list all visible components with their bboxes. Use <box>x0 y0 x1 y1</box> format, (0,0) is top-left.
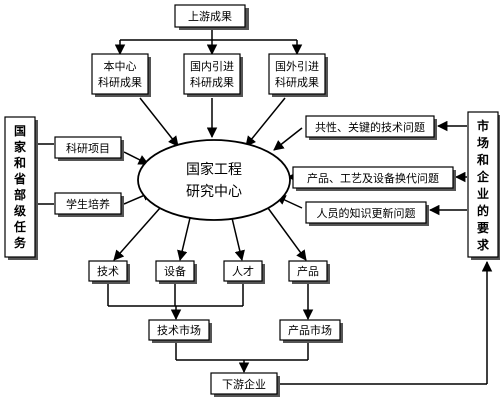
right-side-char: 市 <box>477 118 489 133</box>
result-foreign-line1: 国外引进 <box>275 59 319 73</box>
output-equipment-label: 设备 <box>164 264 186 278</box>
technology-market-box: 技术市场 <box>148 319 212 343</box>
result-box-foreign: 国外引进 科研成果 <box>268 53 328 97</box>
result-foreign-line2: 科研成果 <box>275 75 319 89</box>
product-market-label: 产品市场 <box>288 323 332 337</box>
left-side-char: 级 <box>14 203 26 218</box>
product-process-equipment-box: 产品、工艺及设备换代问题 <box>292 166 456 191</box>
result-box-domestic: 国内引进 科研成果 <box>183 53 243 97</box>
right-side-char: 要 <box>477 220 489 235</box>
result-own-line1: 本中心 <box>104 59 137 73</box>
output-technology-box: 技术 <box>88 260 130 284</box>
connectors <box>38 28 493 385</box>
left-side-char: 国 <box>14 124 26 138</box>
technology-market-label: 技术市场 <box>157 323 201 337</box>
upstream-results-label: 上游成果 <box>188 10 232 23</box>
center-line1: 国家工程 <box>186 161 242 178</box>
right-side-char: 场 <box>477 136 489 150</box>
result-domestic-line2: 科研成果 <box>190 75 234 89</box>
result-own-line2: 科研成果 <box>98 75 142 89</box>
right-side-char: 和 <box>476 152 489 167</box>
output-product-label: 产品 <box>297 264 319 278</box>
student-training-label: 学生培养 <box>66 197 110 211</box>
student-training-box: 学生培养 <box>54 192 124 217</box>
product-market-box: 产品市场 <box>279 319 343 343</box>
knowledge-update-box: 人员的知识更新问题 <box>305 201 429 226</box>
common-key-tech-issues-box: 共性、关键的技术问题 <box>305 115 437 140</box>
center-line2: 研究中心 <box>186 184 242 200</box>
upstream-results-box: 上游成果 <box>174 4 249 30</box>
output-technology-label: 技术 <box>97 265 119 278</box>
product-process-equipment-label: 产品、工艺及设备换代问题 <box>307 171 439 185</box>
left-side-char: 务 <box>14 235 27 250</box>
national-engineering-center: 国家工程 研究中心 <box>137 139 291 221</box>
right-side-char: 企 <box>476 169 490 184</box>
common-key-tech-issues-label: 共性、关键的技术问题 <box>315 120 425 134</box>
right-side-char: 业 <box>477 186 489 201</box>
output-talent-box: 人才 <box>223 260 265 284</box>
result-domestic-line1: 国内引进 <box>190 59 234 73</box>
output-equipment-box: 设备 <box>155 260 197 284</box>
left-side-char: 部 <box>14 187 26 202</box>
left-side-char: 和 <box>13 155 26 170</box>
right-side-char: 的 <box>477 203 489 218</box>
output-product-box: 产品 <box>288 260 330 284</box>
downstream-enterprise-box: 下游企业 <box>210 372 280 397</box>
downstream-enterprise-label: 下游企业 <box>222 377 266 391</box>
research-projects-label: 科研项目 <box>66 141 110 155</box>
output-talent-label: 人才 <box>232 264 254 278</box>
result-box-own-center: 本中心 科研成果 <box>91 53 151 97</box>
research-projects-box: 科研项目 <box>54 136 124 161</box>
left-side-char: 省 <box>13 171 26 186</box>
left-side-char: 任 <box>13 219 26 234</box>
left-side-char: 家 <box>14 139 27 154</box>
knowledge-update-label: 人员的知识更新问题 <box>317 206 416 220</box>
right-side-char: 求 <box>477 237 490 252</box>
